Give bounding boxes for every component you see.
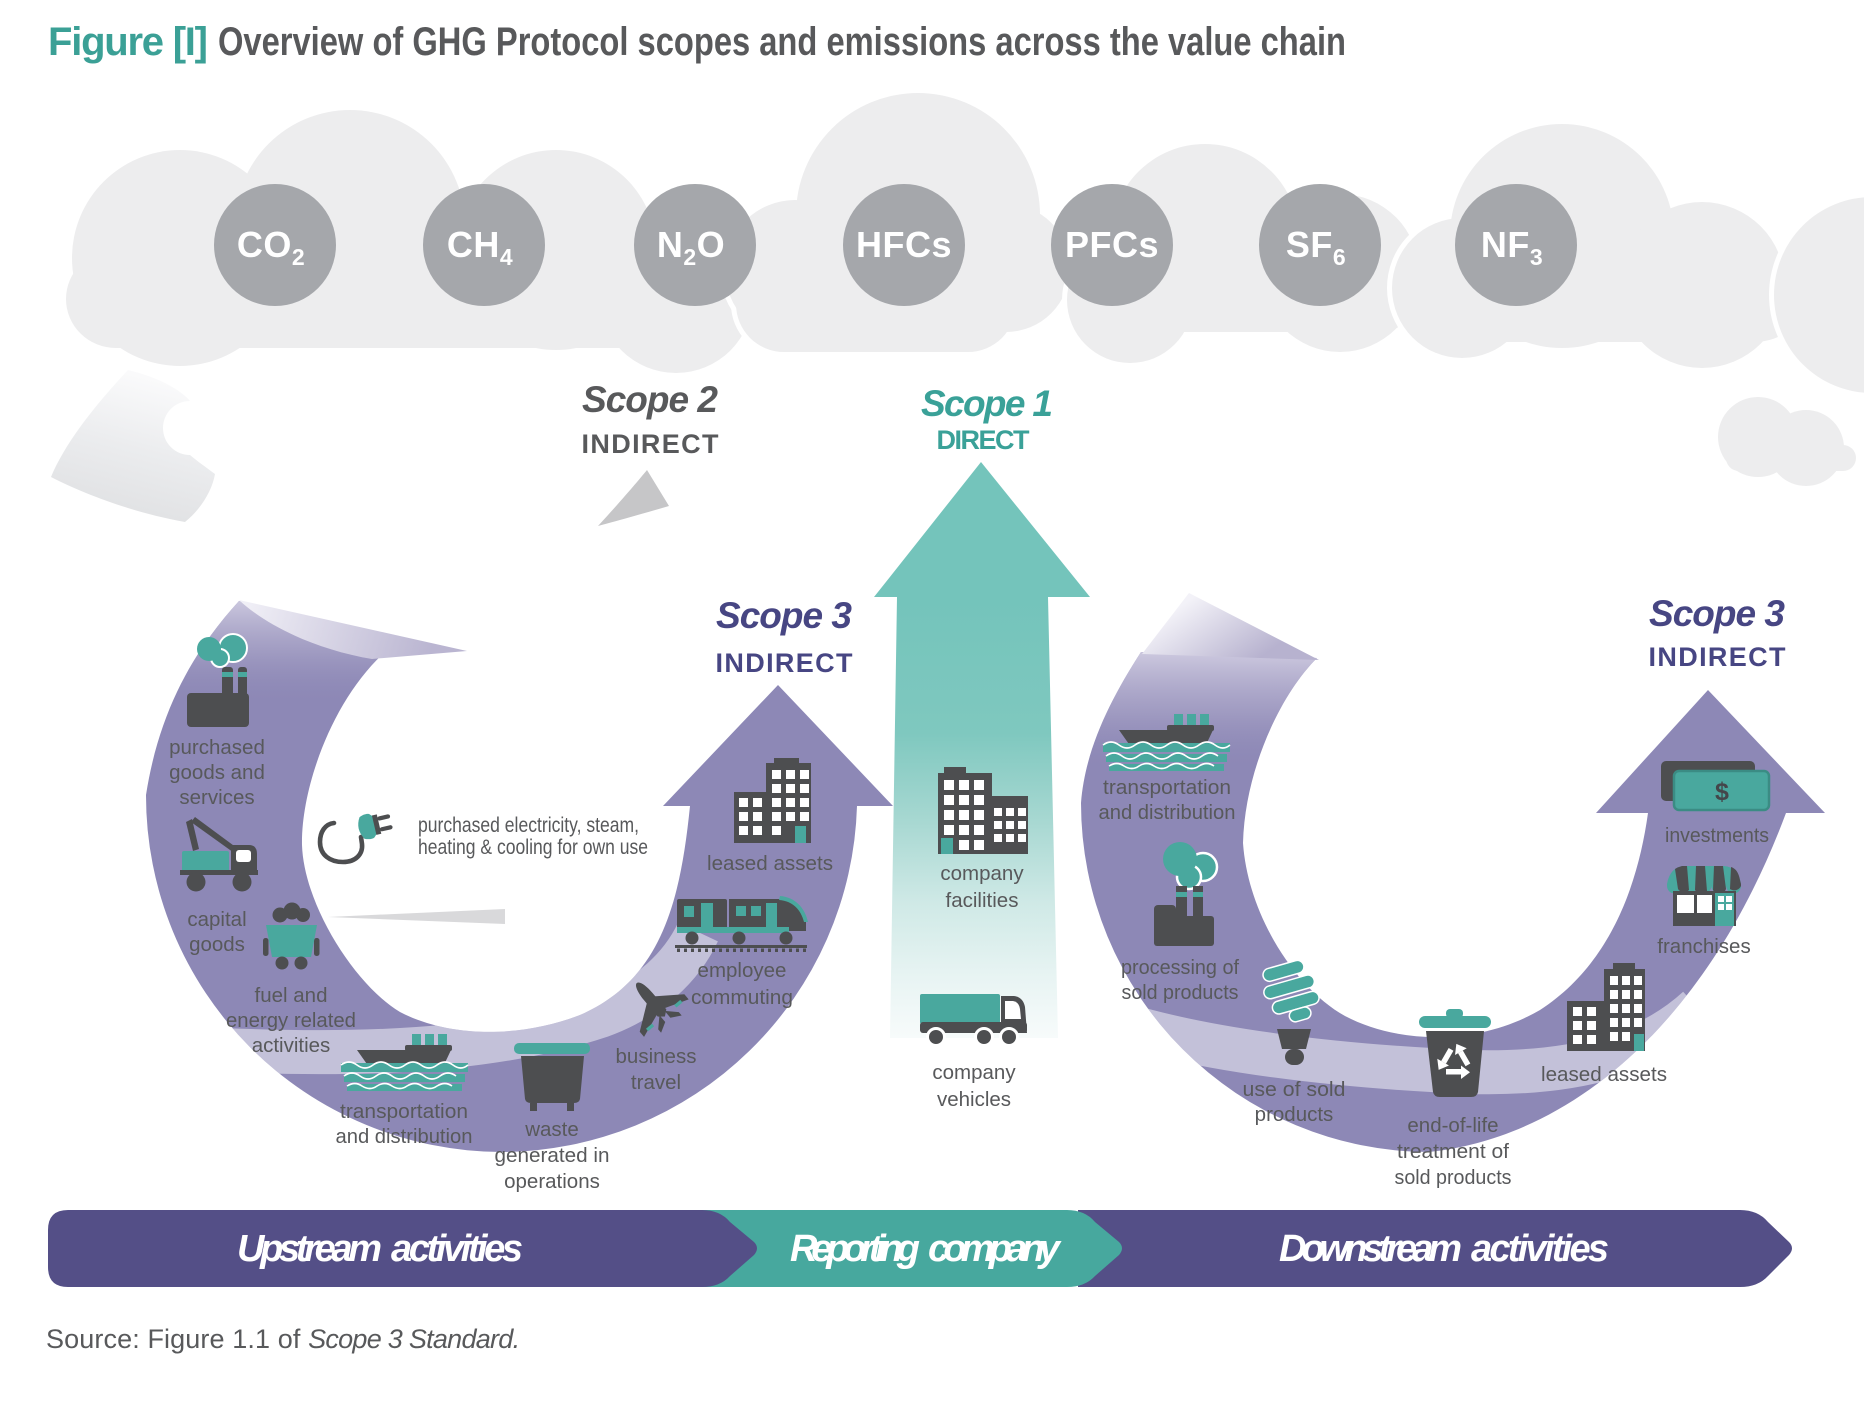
svg-text:Scope 3: Scope 3 <box>716 595 852 636</box>
svg-text:Scope 2: Scope 2 <box>582 379 718 420</box>
svg-text:services: services <box>179 786 254 809</box>
svg-text:INDIRECT: INDIRECT <box>582 429 720 459</box>
svg-text:facilities: facilities <box>946 889 1019 912</box>
svg-text:PFCs: PFCs <box>1065 224 1159 265</box>
svg-text:treatment of: treatment of <box>1397 1140 1509 1163</box>
svg-text:goods: goods <box>189 933 245 956</box>
svg-text:$: $ <box>1715 778 1729 806</box>
svg-text:and distribution: and distribution <box>336 1125 473 1148</box>
svg-text:purchased: purchased <box>169 736 265 759</box>
svg-text:heating & cooling for own use: heating & cooling for own use <box>418 836 648 859</box>
svg-text:waste: waste <box>524 1118 579 1141</box>
svg-text:INDIRECT: INDIRECT <box>1649 642 1787 672</box>
svg-text:processing of: processing of <box>1121 956 1239 979</box>
svg-text:franchises: franchises <box>1657 935 1750 958</box>
svg-text:transportation: transportation <box>340 1100 468 1123</box>
svg-text:HFCs: HFCs <box>856 224 952 265</box>
svg-text:purchased electricity, steam,: purchased electricity, steam, <box>418 814 639 837</box>
svg-text:activities: activities <box>1471 1228 1609 1270</box>
svg-text:Reporting: Reporting <box>790 1228 920 1270</box>
svg-text:leased assets: leased assets <box>1541 1063 1667 1086</box>
svg-text:end-of-life: end-of-life <box>1407 1114 1498 1137</box>
svg-text:capital: capital <box>187 908 246 931</box>
svg-text:leased assets: leased assets <box>707 852 833 875</box>
svg-text:generated in: generated in <box>495 1144 610 1167</box>
svg-text:company: company <box>940 862 1024 885</box>
svg-text:sold products: sold products <box>1122 981 1239 1004</box>
svg-text:Overview of GHG Protocol scope: Overview of GHG Protocol scopes and emis… <box>218 20 1346 64</box>
svg-text:business: business <box>616 1045 697 1068</box>
svg-text:travel: travel <box>631 1071 681 1094</box>
svg-text:Upstream: Upstream <box>237 1228 382 1270</box>
svg-text:sold products: sold products <box>1395 1166 1512 1189</box>
svg-text:employee: employee <box>698 959 787 982</box>
svg-text:operations: operations <box>504 1170 600 1193</box>
svg-text:company: company <box>928 1228 1062 1270</box>
svg-text:activities: activities <box>252 1034 331 1057</box>
svg-text:goods and: goods and <box>169 761 265 784</box>
svg-text:INDIRECT: INDIRECT <box>716 648 854 678</box>
svg-text:DIRECT: DIRECT <box>937 425 1031 455</box>
svg-text:fuel and: fuel and <box>255 984 328 1007</box>
svg-text:Figure [I]: Figure [I] <box>48 20 208 64</box>
svg-text:transportation: transportation <box>1103 776 1231 799</box>
svg-text:company: company <box>932 1061 1016 1084</box>
svg-text:commuting: commuting <box>691 986 793 1009</box>
svg-text:use of sold: use of sold <box>1243 1078 1346 1101</box>
svg-text:activities: activities <box>391 1228 523 1270</box>
svg-text:N2O: N2O <box>657 224 725 270</box>
svg-text:and distribution: and distribution <box>1099 801 1236 824</box>
svg-text:products: products <box>1255 1103 1334 1126</box>
svg-text:Scope 1: Scope 1 <box>921 383 1053 424</box>
svg-text:Scope 3: Scope 3 <box>1649 593 1785 634</box>
svg-text:Source: Figure 1.1 of Scope 3: Source: Figure 1.1 of Scope 3 Standard. <box>46 1324 520 1354</box>
svg-text:Downstream: Downstream <box>1279 1228 1462 1270</box>
svg-text:energy related: energy related <box>226 1009 356 1032</box>
svg-text:vehicles: vehicles <box>937 1088 1011 1111</box>
svg-text:investments: investments <box>1665 824 1769 847</box>
